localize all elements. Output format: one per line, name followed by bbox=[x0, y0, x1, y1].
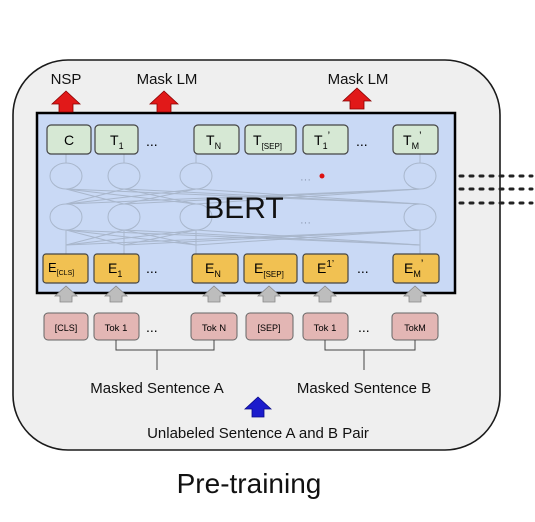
gray-arrow-icon bbox=[256, 285, 282, 303]
output-boxes: C T1 TN T[SEP] T1’ TM’ ... ... bbox=[46, 124, 439, 155]
sentence-b-label: Masked Sentence B bbox=[297, 380, 431, 397]
output-box-t1-prime: T1’ bbox=[302, 124, 349, 155]
svg-text:TokM: TokM bbox=[404, 323, 426, 333]
token-box-tokn: Tok N bbox=[190, 312, 238, 341]
red-dot bbox=[319, 173, 325, 179]
sentence-a-label: Masked Sentence A bbox=[90, 380, 223, 397]
svg-text:E[CLS]: E[CLS] bbox=[48, 260, 74, 277]
gray-arrows bbox=[53, 285, 428, 303]
svg-text:T1: T1 bbox=[110, 132, 124, 151]
layer-ellipsis-bottom: ··· bbox=[300, 217, 311, 229]
token-ellipsis-1: ... bbox=[146, 319, 158, 335]
embedding-boxes: E[CLS] E1 EN E[SEP] E1’ EM’ ... ... bbox=[42, 253, 440, 284]
gray-arrow-icon bbox=[201, 285, 227, 303]
layer-ellipsis-top: ··· bbox=[300, 174, 311, 186]
token-box-tok1: Tok 1 bbox=[93, 312, 140, 341]
sentence-brackets bbox=[115, 340, 416, 370]
gray-arrow-icon bbox=[312, 285, 338, 303]
red-arrows bbox=[50, 87, 373, 113]
svg-text:T[SEP]: T[SEP] bbox=[253, 132, 282, 151]
red-arrow-icon bbox=[50, 90, 82, 113]
output-box-tm-prime: TM’ bbox=[392, 124, 439, 155]
embedding-box-n: EN bbox=[191, 253, 239, 284]
embedding-box-1-prime: E1’ bbox=[302, 253, 349, 284]
output-box-tsep: T[SEP] bbox=[244, 124, 297, 155]
svg-text:T1’: T1’ bbox=[314, 130, 330, 151]
pair-label: Unlabeled Sentence A and B Pair bbox=[147, 425, 369, 442]
token-box-sep: [SEP] bbox=[245, 312, 294, 341]
svg-text:E1: E1 bbox=[108, 260, 122, 279]
svg-text:Tok 1: Tok 1 bbox=[314, 323, 337, 334]
svg-text:EM’: EM’ bbox=[404, 258, 423, 279]
svg-text:E1’: E1’ bbox=[317, 259, 334, 276]
svg-text:E[SEP]: E[SEP] bbox=[254, 260, 284, 279]
token-ellipsis-2: ... bbox=[358, 319, 370, 335]
output-ellipsis-1: ... bbox=[146, 133, 158, 149]
dotted-connectors bbox=[458, 174, 534, 205]
embedding-ellipsis-1: ... bbox=[146, 260, 158, 276]
svg-text:EN: EN bbox=[205, 260, 221, 279]
transformer-layers bbox=[49, 152, 437, 254]
token-box-cls: [CLS] bbox=[43, 312, 89, 341]
embedding-box-cls: E[CLS] bbox=[42, 253, 89, 284]
svg-text:Tok N: Tok N bbox=[202, 323, 226, 334]
nsp-label: NSP bbox=[51, 71, 82, 88]
gray-arrow-icon bbox=[53, 285, 79, 303]
output-box-c: C bbox=[46, 124, 92, 155]
svg-text:[SEP]: [SEP] bbox=[257, 323, 280, 333]
embedding-box-1: E1 bbox=[93, 253, 140, 284]
output-ellipsis-2: ... bbox=[356, 133, 368, 149]
svg-text:Tok 1: Tok 1 bbox=[105, 323, 128, 334]
output-box-tn: TN bbox=[193, 124, 240, 155]
output-box-t1: T1 bbox=[94, 124, 139, 155]
mask-lm-label-1: Mask LM bbox=[137, 71, 198, 88]
embedding-box-m-prime: EM’ bbox=[392, 253, 440, 284]
svg-text:TN: TN bbox=[206, 132, 221, 151]
bert-label: BERT bbox=[204, 192, 283, 225]
token-box-tok1-b: Tok 1 bbox=[302, 312, 349, 341]
gray-arrow-icon bbox=[103, 285, 129, 303]
red-arrow-icon bbox=[148, 90, 180, 113]
svg-text:C: C bbox=[64, 132, 74, 148]
svg-text:[CLS]: [CLS] bbox=[55, 323, 78, 333]
caption: Pre-training bbox=[177, 468, 322, 499]
embedding-ellipsis-2: ... bbox=[357, 260, 369, 276]
blue-arrow-icon bbox=[243, 396, 273, 418]
red-arrow-icon bbox=[341, 87, 373, 110]
svg-text:TM’: TM’ bbox=[403, 130, 422, 151]
embedding-box-sep: E[SEP] bbox=[243, 253, 298, 284]
token-box-tokm: TokM bbox=[391, 312, 439, 341]
gray-arrow-icon bbox=[402, 285, 428, 303]
mask-lm-label-2: Mask LM bbox=[328, 71, 389, 88]
